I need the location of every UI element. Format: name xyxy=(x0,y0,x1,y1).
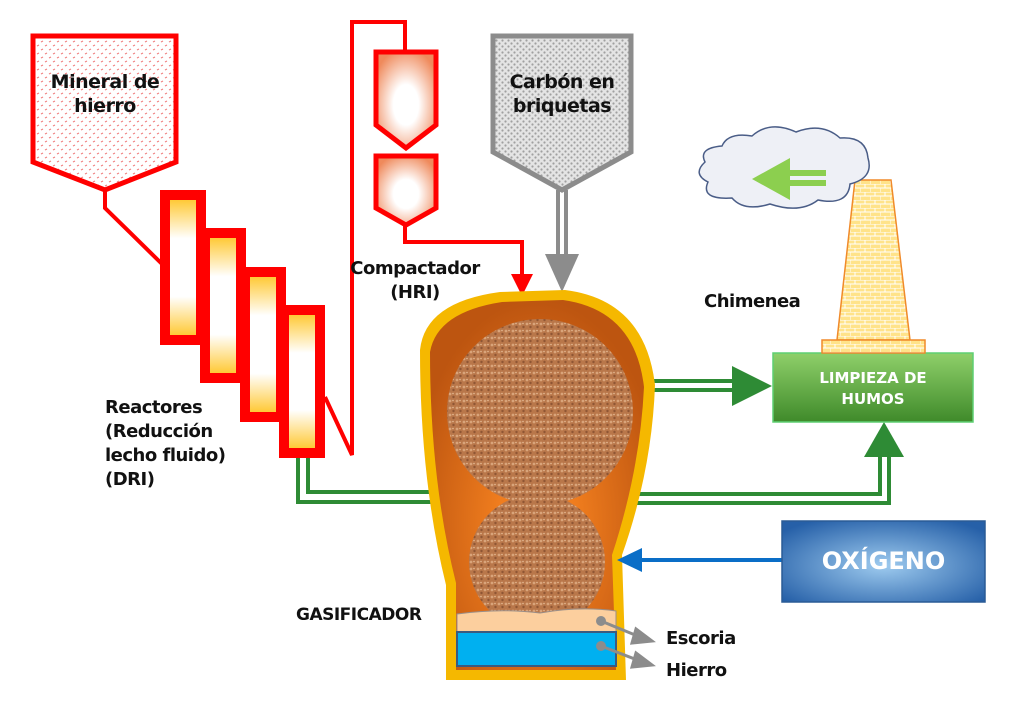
slag-label: Escoria xyxy=(666,628,736,649)
oxygen-label: OXÍGENO xyxy=(821,547,946,575)
gasifier-label: GASIFICADOR xyxy=(296,605,422,625)
gas-arrow-right-icon xyxy=(732,366,772,406)
fume-cleaning-box xyxy=(772,352,974,423)
chimney xyxy=(821,179,926,354)
oxygen-arrow-icon xyxy=(617,548,642,572)
smoke-arrow-icon xyxy=(752,158,790,200)
dri-feed-line xyxy=(323,20,407,456)
slag-layer xyxy=(456,608,617,633)
compactor-label: Compactador (HRI) xyxy=(350,258,480,303)
compactor xyxy=(373,49,439,228)
hri-line xyxy=(403,225,524,276)
gas-lines xyxy=(296,379,891,505)
gasifier xyxy=(420,290,655,680)
hri-arrow-icon xyxy=(511,274,533,296)
iron-label: Hierro xyxy=(666,660,727,681)
gas-arrow-up-icon xyxy=(864,422,904,457)
iron-layer xyxy=(456,631,617,667)
mineral-hopper xyxy=(30,33,179,266)
oxygen-box xyxy=(781,520,986,603)
coal-arrow-icon xyxy=(545,254,579,292)
chimney-label: Chimenea xyxy=(704,291,801,312)
carbon-label: Carbón en briquetas xyxy=(509,71,615,117)
coal-hopper xyxy=(490,33,634,292)
mineral-label: Mineral de hierro xyxy=(50,71,160,117)
fume-cleaning-label: LIMPIEZA DE HUMOS xyxy=(819,369,927,408)
output-arrows xyxy=(596,616,656,669)
reactors xyxy=(160,190,325,458)
smoke-cloud xyxy=(698,126,870,209)
reactors-label: Reactores (Reducción lecho fluido) (DRI) xyxy=(105,397,226,490)
